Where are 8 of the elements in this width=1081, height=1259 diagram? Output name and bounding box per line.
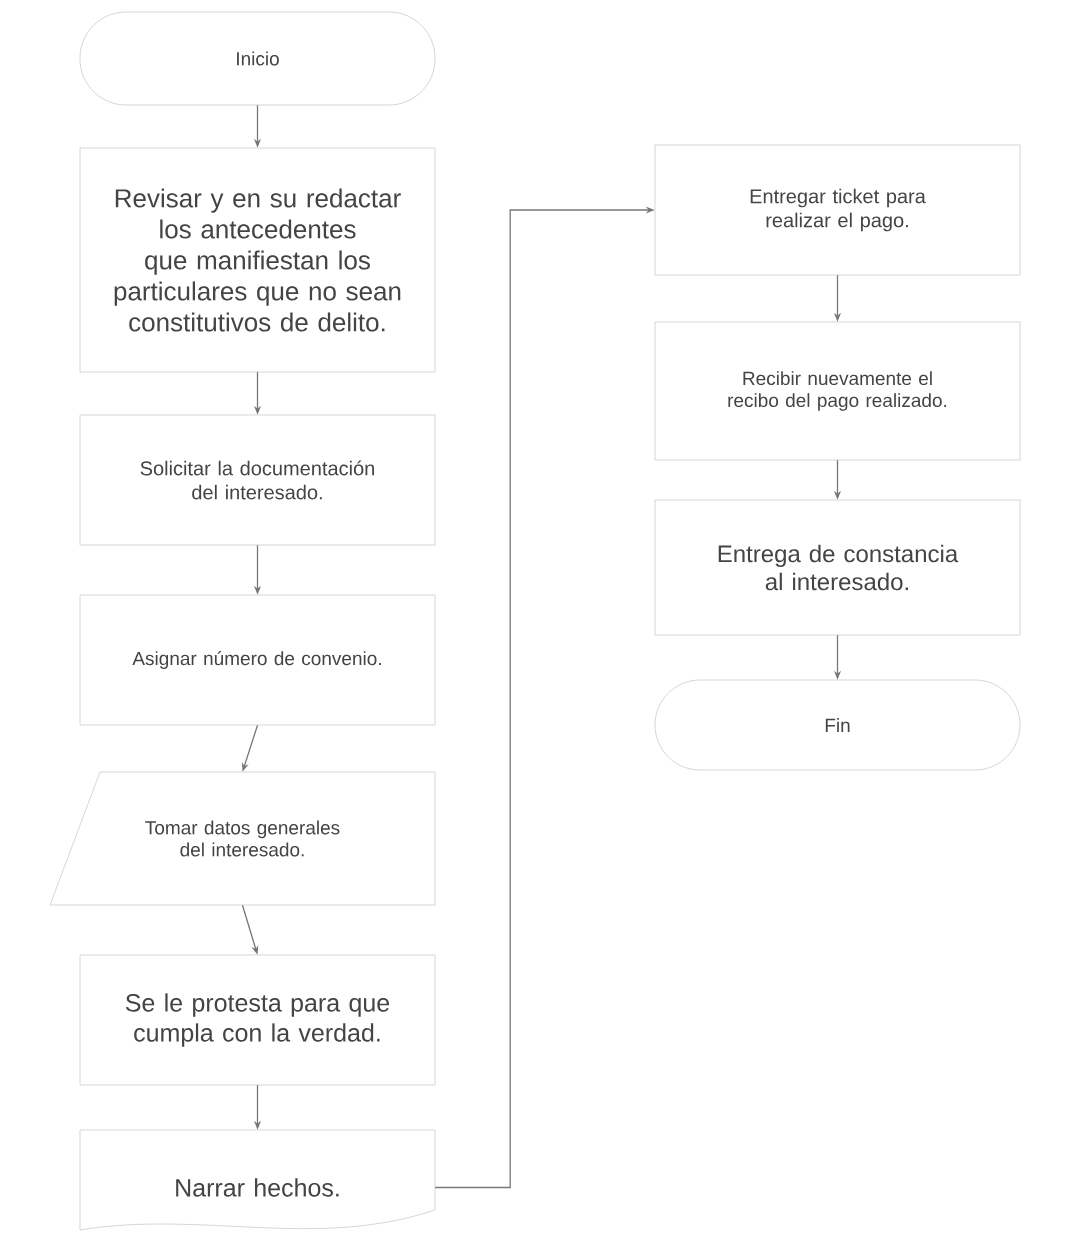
- process-box: Revisar y en su redactar los antecedentes que manifiestan los particulares que no sean constitutivos de delito.: [79, 147, 436, 373]
- process-box: Solicitar la documentación del interesado.: [79, 414, 436, 546]
- process-box: Se le protesta para que cumpla con la verdad.: [79, 954, 436, 1086]
- process-box: Entrega de constancia al interesado.: [654, 499, 1021, 636]
- process-box: Asignar número de convenio.: [79, 594, 436, 726]
- process-box: Entregar ticket para realizar el pago.: [654, 144, 1021, 276]
- process-box: Recibir nuevamente el recibo del pago realizado.: [654, 321, 1021, 461]
- data-parallelogram: Tomar datos generales del interesado.: [49, 771, 436, 906]
